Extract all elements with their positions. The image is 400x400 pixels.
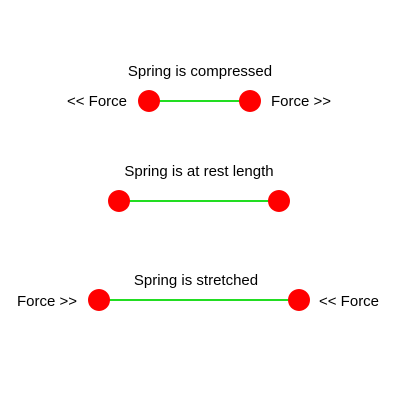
row-rest-left-mass: [108, 190, 130, 212]
row-compressed-left-mass: [138, 90, 160, 112]
row-stretched-left-mass: [88, 289, 110, 311]
row-compressed-right-mass: [239, 90, 261, 112]
row-compressed: Spring is compressed << Force Force >>: [67, 63, 331, 112]
row-rest-title: Spring is at rest length: [124, 163, 273, 180]
row-stretched-right-force-label: << Force: [319, 293, 379, 310]
row-rest: Spring is at rest length: [108, 163, 290, 212]
row-stretched-title: Spring is stretched: [134, 272, 258, 289]
row-stretched: Spring is stretched Force >> << Force: [17, 272, 379, 311]
row-compressed-right-force-label: Force >>: [271, 93, 331, 110]
row-stretched-right-mass: [288, 289, 310, 311]
row-compressed-left-force-label: << Force: [67, 93, 127, 110]
row-stretched-left-force-label: Force >>: [17, 293, 77, 310]
row-compressed-title: Spring is compressed: [128, 63, 272, 80]
row-rest-right-mass: [268, 190, 290, 212]
